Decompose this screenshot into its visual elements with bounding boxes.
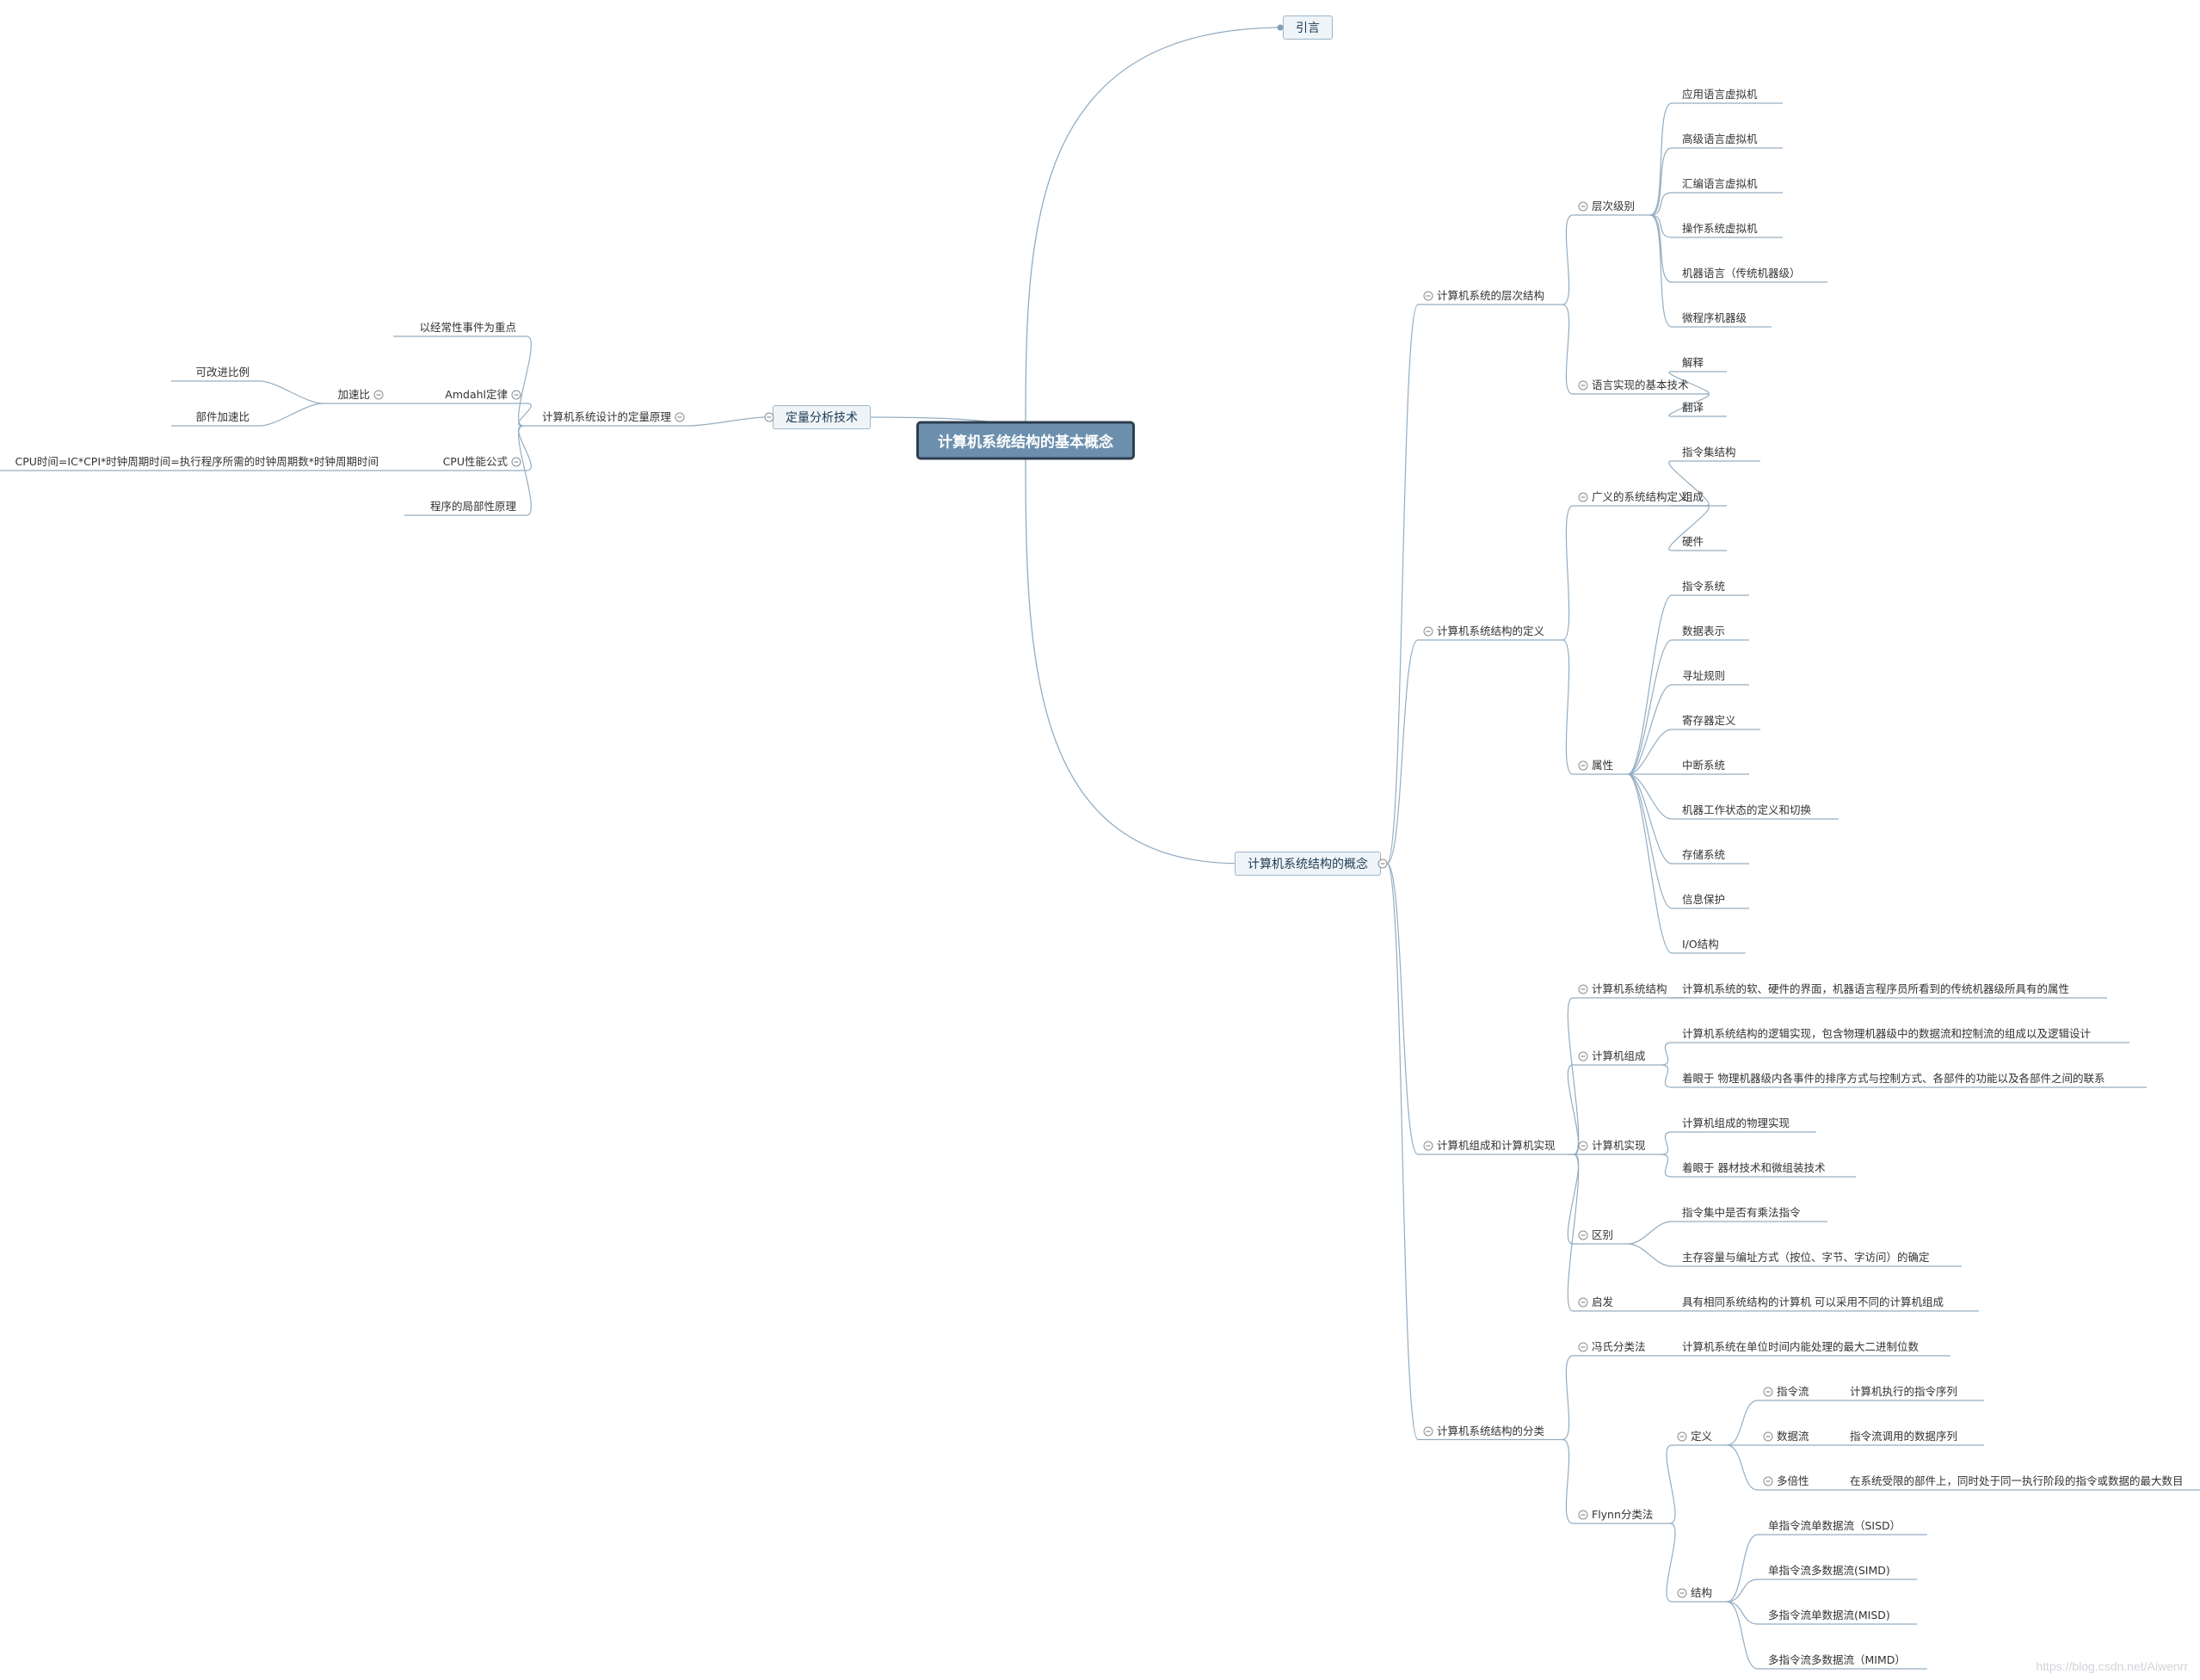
- mind-node-r-1-0-0-collapse[interactable]: [1578, 201, 1588, 212]
- mind-node-r-1-3-1-1-collapse[interactable]: [1677, 1588, 1687, 1598]
- mind-node-r-1-1-1-6[interactable]: 存储系统: [1682, 848, 1726, 861]
- mind-node-r-1-1-collapse[interactable]: [1423, 626, 1433, 637]
- mind-node-r-1-1-1-7[interactable]: 信息保护: [1682, 893, 1726, 906]
- mind-node-r-0-dot: [1277, 24, 1284, 31]
- mind-node-r-1-2-3-1[interactable]: 主存容量与编址方式（按位、字节、字访问）的确定: [1682, 1251, 1930, 1264]
- mind-node-r-1-2-2[interactable]: 计算机实现: [1592, 1139, 1646, 1152]
- mind-node-r-1-0-0-0[interactable]: 应用语言虚拟机: [1682, 88, 1758, 101]
- mind-node-r-1-3-1-0-2-collapse[interactable]: [1763, 1476, 1773, 1486]
- mind-node-l-0-0-2[interactable]: CPU性能公式: [442, 455, 508, 468]
- mind-node-r-1-3-1-0[interactable]: 定义: [1691, 1430, 1713, 1443]
- mind-node-r-1-1-1-3[interactable]: 寄存器定义: [1682, 714, 1736, 727]
- mind-node-r-1-2-1-0[interactable]: 计算机系统结构的逻辑实现，包含物理机器级中的数据流和控制流的组成以及逻辑设计: [1682, 1027, 2092, 1040]
- mind-node-r-0[interactable]: 引言: [1283, 15, 1333, 40]
- mind-node-r-1-3-1-0-1-0[interactable]: 指令流调用的数据序列: [1850, 1430, 1958, 1443]
- mind-node-r-1-2-0-collapse[interactable]: [1578, 984, 1588, 994]
- mind-node-r-1-2-collapse[interactable]: [1423, 1141, 1433, 1151]
- mind-node-l-0-0-0[interactable]: 以经常性事件为重点: [419, 321, 516, 334]
- mind-node-r-1[interactable]: 计算机系统结构的概念: [1235, 851, 1381, 876]
- mind-node-l-0-0-1-0-1[interactable]: 部件加速比: [195, 410, 250, 423]
- mind-node-r-1-2-0[interactable]: 计算机系统结构: [1592, 982, 1667, 995]
- mind-node-r-1-2-4[interactable]: 启发: [1592, 1295, 1614, 1308]
- mind-node-r-1-3-1-1-1[interactable]: 单指令流多数据流(SIMD): [1768, 1564, 1890, 1577]
- mind-node-l-0-0-3[interactable]: 程序的局部性原理: [429, 500, 516, 513]
- mind-node-r-1-3-collapse[interactable]: [1423, 1426, 1433, 1436]
- mind-node-r-1-1-1-0[interactable]: 指令系统: [1682, 580, 1726, 593]
- mind-node-r-1-1-0[interactable]: 广义的系统结构定义: [1592, 490, 1689, 503]
- mind-node-r-1-0-0-1[interactable]: 高级语言虚拟机: [1682, 132, 1758, 145]
- mind-node-r-1-1-1-1[interactable]: 数据表示: [1682, 625, 1726, 637]
- mind-node-r-1-1[interactable]: 计算机系统结构的定义: [1437, 625, 1545, 637]
- mind-node-l-0[interactable]: 定量分析技术: [773, 405, 871, 429]
- mind-node-l-0-0-2-0[interactable]: CPU时间=IC*CPI*时钟周期时间=执行程序所需的时钟周期数*时钟周期时间: [15, 455, 379, 468]
- mind-node-r-1-3-1-1-2[interactable]: 多指令流单数据流(MISD): [1768, 1609, 1890, 1622]
- mind-node-r-1-1-1-collapse[interactable]: [1578, 760, 1588, 771]
- mind-node-l-0-0-1-0-0[interactable]: 可改进比例: [195, 366, 250, 378]
- mind-node-r-1-1-0-2[interactable]: 硬件: [1682, 535, 1704, 548]
- mind-node-r-1-3-0-collapse[interactable]: [1578, 1342, 1588, 1352]
- mind-node-r-1-1-1-8[interactable]: I/O结构: [1682, 938, 1719, 951]
- mind-node-r-1-3-1-0-0[interactable]: 指令流: [1777, 1385, 1809, 1398]
- mind-node-r-1-3-1-1[interactable]: 结构: [1691, 1586, 1713, 1599]
- mind-node-r-1-2-1-1[interactable]: 着眼于 物理机器级内各事件的排序方式与控制方式、各部件的功能以及各部件之间的联系: [1682, 1072, 2105, 1085]
- mind-node-r-1-0-1-0[interactable]: 解释: [1682, 356, 1704, 369]
- mind-node-r-1-1-1-4[interactable]: 中断系统: [1682, 759, 1726, 772]
- mind-node-r-1-2-4-0[interactable]: 具有相同系统结构的计算机 可以采用不同的计算机组成: [1682, 1295, 1944, 1308]
- mind-node-r-1-2-1-collapse[interactable]: [1578, 1051, 1588, 1062]
- mind-node-r-1-0-0-3[interactable]: 操作系统虚拟机: [1682, 222, 1758, 235]
- mind-node-r-1-3-1-1-0[interactable]: 单指令流单数据流（SISD）: [1768, 1519, 1901, 1532]
- mind-node-r-1-2-1[interactable]: 计算机组成: [1592, 1049, 1646, 1062]
- mind-node-r-1-0-0-2[interactable]: 汇编语言虚拟机: [1682, 177, 1758, 190]
- root-node[interactable]: 计算机系统结构的基本概念: [916, 421, 1135, 460]
- mind-node-l-0-0-1[interactable]: Amdahl定律: [445, 388, 508, 401]
- mind-node-r-1-3-1[interactable]: Flynn分类法: [1592, 1508, 1654, 1521]
- mind-node-r-1-3[interactable]: 计算机系统结构的分类: [1437, 1424, 1545, 1437]
- mind-node-r-1-1-1-2[interactable]: 寻址规则: [1682, 669, 1726, 682]
- mind-node-r-1-0-collapse[interactable]: [1423, 291, 1433, 301]
- mind-node-l-0-0-1-collapse[interactable]: [511, 390, 521, 400]
- mind-node-r-1-2-3-0[interactable]: 指令集中是否有乘法指令: [1682, 1206, 1801, 1219]
- mind-node-l-0-0[interactable]: 计算机系统设计的定量原理: [541, 410, 671, 423]
- watermark: https://blog.csdn.net/Aiwenrr: [2036, 1659, 2188, 1673]
- mind-node-r-1-0-1-collapse[interactable]: [1578, 380, 1588, 391]
- mind-node-r-1-0-0-5[interactable]: 微程序机器级: [1682, 311, 1747, 324]
- mind-node-r-1-3-1-collapse[interactable]: [1578, 1510, 1588, 1520]
- mind-node-r-1-0-0-4[interactable]: 机器语言（传统机器级）: [1682, 267, 1801, 280]
- mind-node-l-0-0-collapse[interactable]: [675, 412, 685, 422]
- mind-node-r-1-1-1-5[interactable]: 机器工作状态的定义和切换: [1682, 803, 1812, 816]
- mind-node-r-1-2-2-0[interactable]: 计算机组成的物理实现: [1682, 1117, 1790, 1129]
- mind-node-r-1-3-1-0-0-0[interactable]: 计算机执行的指令序列: [1850, 1385, 1958, 1398]
- mind-node-r-1-2-2-1[interactable]: 着眼于 器材技术和微组装技术: [1682, 1161, 1826, 1174]
- mind-node-r-1-1-0-1[interactable]: 组成: [1682, 490, 1704, 503]
- mind-node-r-1-2[interactable]: 计算机组成和计算机实现: [1437, 1139, 1556, 1152]
- mind-node-r-1-2-0-0[interactable]: 计算机系统的软、硬件的界面，机器语言程序员所看到的传统机器级所具有的属性: [1682, 982, 2070, 995]
- mind-node-r-1-3-1-0-1-collapse[interactable]: [1763, 1431, 1773, 1442]
- mind-node-r-1-2-3-collapse[interactable]: [1578, 1230, 1588, 1240]
- mind-node-r-1-1-1[interactable]: 属性: [1592, 759, 1614, 772]
- mind-node-r-1-0-1[interactable]: 语言实现的基本技术: [1592, 378, 1689, 391]
- mind-node-r-1-3-0[interactable]: 冯氏分类法: [1592, 1340, 1646, 1353]
- mind-node-l-0-0-1-0-collapse[interactable]: [373, 390, 384, 400]
- mind-node-l-0-collapse[interactable]: [764, 412, 774, 422]
- mind-node-r-1-0-0[interactable]: 层次级别: [1592, 200, 1636, 212]
- mind-node-r-1-3-1-0-collapse[interactable]: [1677, 1431, 1687, 1442]
- mind-node-r-1-3-1-0-2[interactable]: 多倍性: [1777, 1474, 1809, 1487]
- mind-node-r-1-3-1-0-1[interactable]: 数据流: [1777, 1430, 1809, 1443]
- mind-node-r-1-collapse[interactable]: [1377, 858, 1388, 869]
- mind-node-r-1-0-1-1[interactable]: 翻译: [1682, 401, 1704, 414]
- mind-node-r-1-2-2-collapse[interactable]: [1578, 1141, 1588, 1151]
- mind-node-l-0-0-2-collapse[interactable]: [511, 457, 521, 467]
- mind-node-r-1-1-0-collapse[interactable]: [1578, 492, 1588, 502]
- mind-node-r-1-3-1-0-2-0[interactable]: 在系统受限的部件上，同时处于同一执行阶段的指令或数据的最大数目: [1850, 1474, 2184, 1487]
- mind-node-r-1-2-3[interactable]: 区别: [1592, 1228, 1614, 1241]
- mind-node-r-1-0[interactable]: 计算机系统的层次结构: [1437, 289, 1545, 302]
- mind-node-r-1-3-0-0[interactable]: 计算机系统在单位时间内能处理的最大二进制位数: [1682, 1340, 1920, 1353]
- mind-node-r-1-3-1-1-3[interactable]: 多指令流多数据流（MIMD）: [1768, 1653, 1906, 1666]
- mind-node-r-1-3-1-0-0-collapse[interactable]: [1763, 1387, 1773, 1397]
- mind-node-r-1-1-0-0[interactable]: 指令集结构: [1682, 446, 1736, 458]
- mind-node-r-1-2-4-collapse[interactable]: [1578, 1297, 1588, 1308]
- mind-node-l-0-0-1-0[interactable]: 加速比: [337, 388, 370, 401]
